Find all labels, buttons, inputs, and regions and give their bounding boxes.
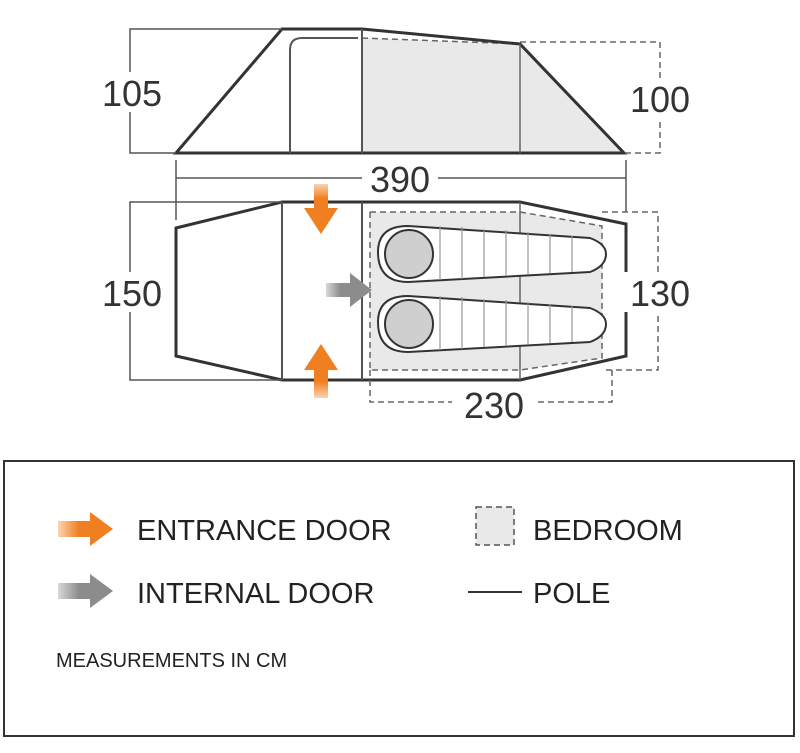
entrance-door-arrow-top (304, 184, 338, 234)
total-length-dimension: 390 (175, 159, 627, 220)
internal-door-arrow (326, 273, 372, 307)
legend-bedroom-swatch (475, 506, 515, 546)
legend-box: ENTRANCE DOOR INTERNAL DOOR BEDROOM POLE… (3, 460, 795, 737)
entrance-door-arrow-bottom (304, 344, 338, 398)
side-bedroom-area (361, 37, 626, 154)
side-door-frame (289, 37, 358, 153)
side-tent-outline (172, 27, 628, 155)
side-elevation-view: 105 100 (96, 27, 696, 155)
bedroom-length-label: 230 (464, 385, 524, 426)
legend-bedroom-label: BEDROOM (533, 515, 683, 547)
legend-entrance-label: ENTRANCE DOOR (137, 515, 392, 547)
floor-width-left-label: 150 (102, 273, 162, 314)
side-height-left-label: 105 (102, 73, 162, 114)
legend-internal-label: INTERNAL DOOR (137, 578, 374, 610)
sleeping-bag-1 (376, 224, 608, 284)
legend-entrance-arrow-icon (58, 512, 113, 546)
bedroom-width-label: 130 (630, 273, 690, 314)
legend-units-note: MEASUREMENTS IN CM (56, 650, 287, 672)
legend-pole-label: POLE (533, 578, 610, 610)
legend-internal-arrow-icon (58, 574, 113, 608)
sleeping-bag-2 (376, 294, 608, 354)
plan-view: 150 130 230 (96, 184, 696, 426)
side-height-right-label: 100 (630, 79, 690, 120)
total-length-label: 390 (370, 159, 430, 200)
